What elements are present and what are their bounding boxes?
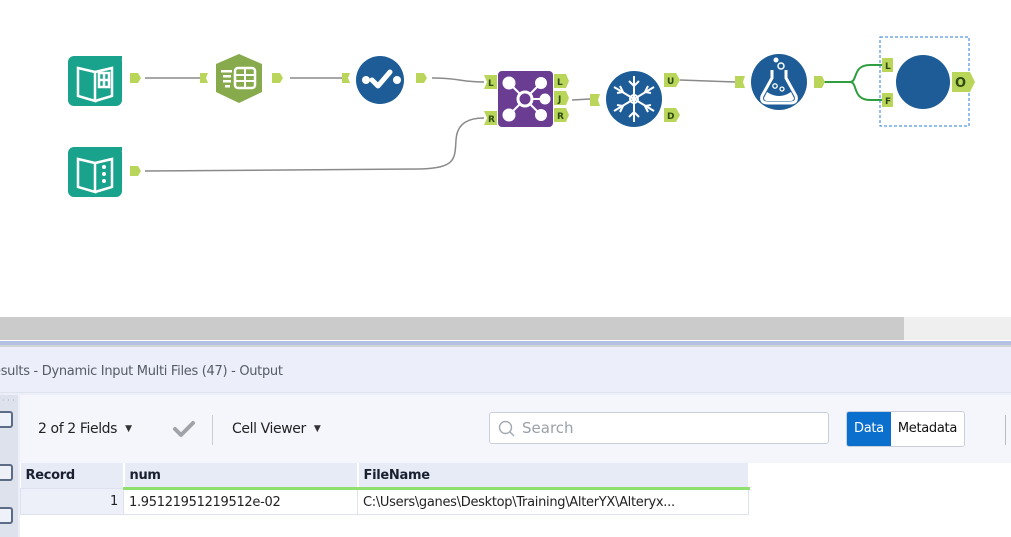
join-network-icon	[502, 76, 551, 122]
column-header-num[interactable]: num	[123, 463, 359, 490]
svg-text:J: J	[557, 95, 561, 105]
table-row[interactable]: 1 1.95121951219512e-02 C:\Users\ganes\De…	[20, 488, 749, 515]
rail-list-icon[interactable]	[0, 411, 13, 428]
connection-unique-to-formula[interactable]	[679, 79, 736, 83]
svg-text:R: R	[488, 115, 495, 125]
unique-tool[interactable]: U D	[590, 71, 680, 127]
cell-viewer-label: Cell Viewer	[232, 421, 306, 437]
panel-splitter-border	[0, 345, 1011, 347]
selection-box	[879, 36, 970, 127]
fields-label: 2 of 2 Fields	[38, 421, 118, 437]
search-box[interactable]	[489, 412, 829, 444]
connection-formula-to-macro-f[interactable]	[849, 81, 882, 101]
dots-check-icon	[362, 69, 401, 89]
apply-check-icon[interactable]	[172, 420, 196, 438]
svg-text:L: L	[885, 62, 891, 72]
results-toolbar: 2 of 2 Fields ▼ Cell Viewer ▼ Data Metadat…	[20, 395, 1011, 463]
cell-num[interactable]: 1.95121951219512e-02	[123, 488, 358, 515]
macro-circle-icon	[896, 55, 950, 109]
check-tool[interactable]	[342, 56, 427, 104]
connections	[144, 64, 882, 172]
scrollbar-thumb[interactable]	[0, 317, 904, 340]
connection-check-to-join-left[interactable]	[431, 77, 485, 83]
svg-text:O: O	[955, 76, 966, 91]
select-tool[interactable]	[200, 54, 283, 103]
column-header-filename[interactable]: FileName	[357, 463, 750, 490]
results-panel: esults - Dynamic Input Multi Files (47) …	[0, 347, 1011, 537]
svg-text:R: R	[557, 112, 564, 122]
rail-text-icon[interactable]	[0, 464, 13, 481]
flask-icon	[760, 57, 798, 105]
cell-filename[interactable]: C:\Users\ganes\Desktop\Training\AlterYX\…	[357, 488, 749, 515]
results-table: Record num FileName 1 1.95121951219512e-…	[20, 463, 750, 515]
search-input[interactable]	[522, 413, 822, 443]
dynamic-input-macro-tool[interactable]: L F O	[879, 36, 975, 127]
toolbar-divider	[1005, 415, 1006, 445]
results-left-rail: · · ·	[0, 395, 18, 537]
cell-viewer-dropdown[interactable]: Cell Viewer ▼	[232, 421, 321, 437]
view-toggle: Data Metadata	[846, 411, 966, 447]
connection-join-to-unique[interactable]	[571, 98, 591, 101]
tab-metadata[interactable]: Metadata	[890, 412, 965, 446]
snowflake-icon	[613, 76, 655, 122]
results-title: esults - Dynamic Input Multi Files (47) …	[0, 364, 283, 379]
join-tool[interactable]: L R L J R	[484, 71, 569, 127]
rail-grip-icon: · · ·	[2, 396, 15, 405]
cell-record[interactable]: 1	[20, 488, 124, 515]
chevron-down-icon: ▼	[313, 424, 321, 434]
svg-text:L: L	[488, 79, 494, 89]
fields-dropdown[interactable]: 2 of 2 Fields ▼	[38, 421, 132, 437]
select-filter-table-icon	[221, 66, 257, 90]
table-header-row: Record num FileName	[20, 463, 750, 490]
rail-field-icon[interactable]	[0, 507, 13, 524]
formula-tool[interactable]	[735, 54, 825, 110]
input-data-tool[interactable]	[68, 56, 141, 106]
results-title-bar: esults - Dynamic Input Multi Files (47) …	[0, 347, 1011, 393]
workflow-canvas[interactable]: L R L J R	[0, 0, 1011, 317]
canvas-horizontal-scrollbar[interactable]	[0, 317, 1011, 340]
book-dots-icon	[76, 157, 114, 194]
column-header-record[interactable]: Record	[20, 463, 125, 489]
svg-text:L: L	[557, 78, 563, 88]
svg-text:U: U	[667, 77, 674, 87]
chevron-down-icon: ▼	[125, 424, 132, 434]
tab-data[interactable]: Data	[847, 412, 891, 446]
svg-text:F: F	[885, 97, 891, 107]
directory-input-tool[interactable]	[68, 147, 141, 197]
results-grid: Record num FileName 1 1.95121951219512e-…	[20, 463, 1011, 537]
connection-formula-to-macro-l[interactable]	[822, 64, 882, 83]
panel-splitter[interactable]	[0, 341, 1011, 345]
search-icon	[498, 420, 515, 437]
book-table-icon	[76, 66, 114, 103]
svg-text:D: D	[667, 112, 674, 122]
toolbar-divider	[212, 415, 213, 445]
connection-dirinput-to-join-right[interactable]	[144, 117, 485, 172]
